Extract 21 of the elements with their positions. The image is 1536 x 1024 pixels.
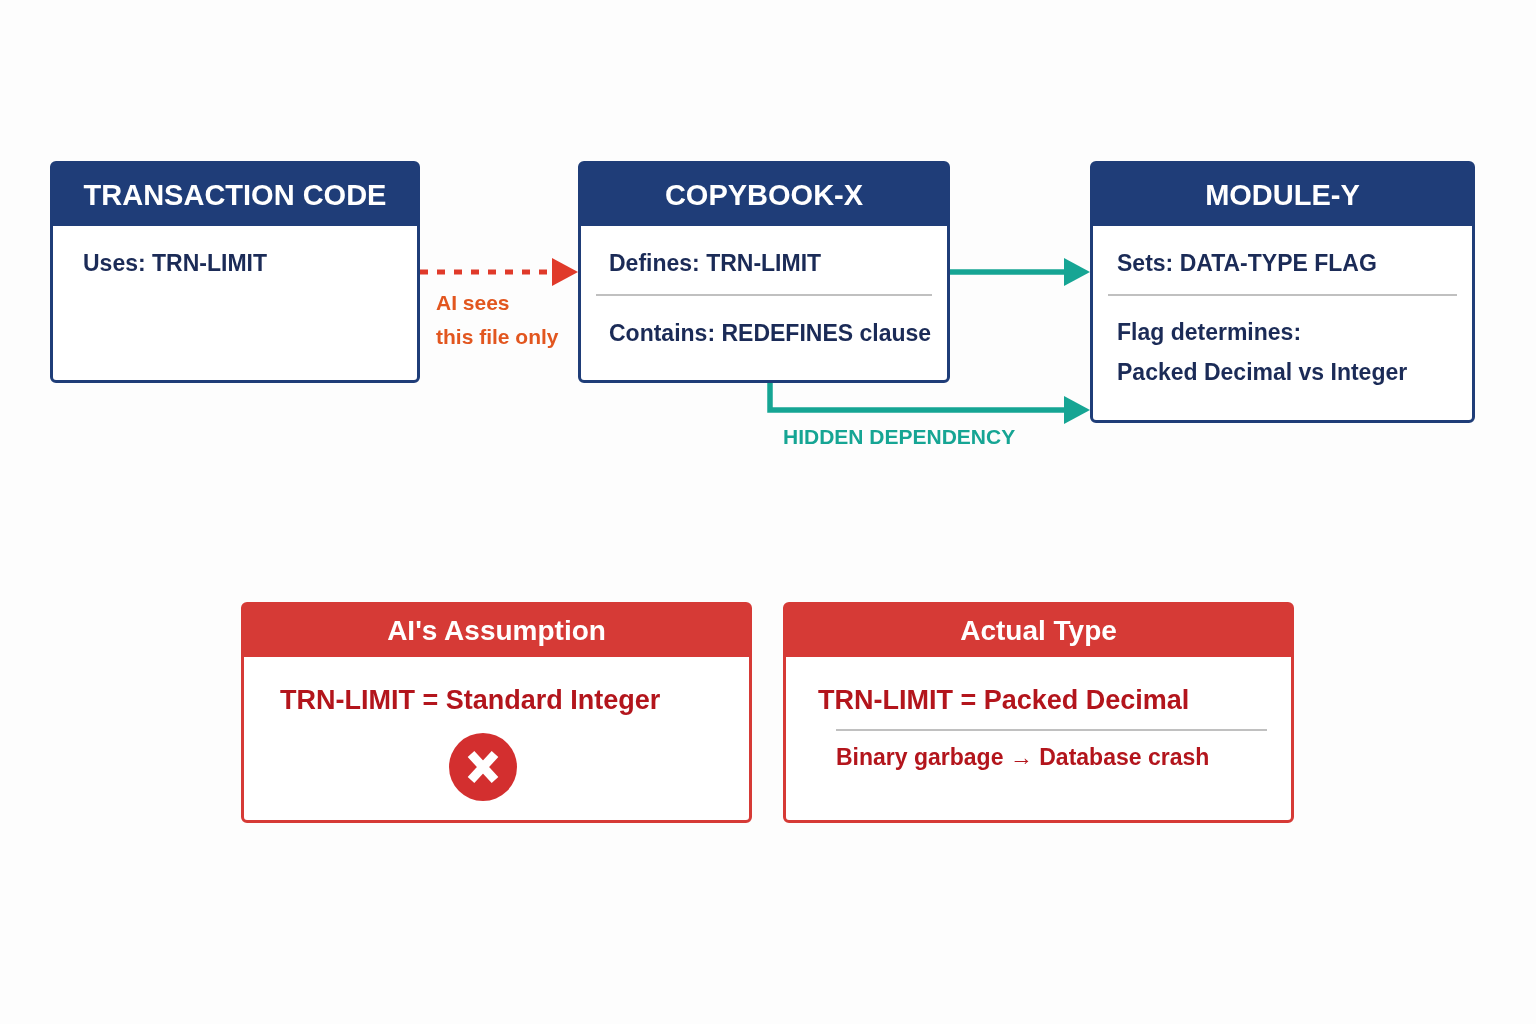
box-text: Flag determines: Packed Decimal vs Integer	[1117, 318, 1409, 387]
dashed-arrow	[420, 258, 578, 286]
arrow	[767, 383, 1090, 424]
box-header: Actual Type	[786, 605, 1291, 657]
result-panel	[241, 602, 752, 823]
box-text: Contains: REDEFINES clause	[609, 319, 932, 348]
box-header: COPYBOOK-X	[581, 164, 947, 226]
box-text: TRN-LIMIT = Standard Integer	[280, 684, 661, 717]
box-text: Uses: TRN-LIMIT	[83, 249, 267, 278]
process-box	[578, 161, 950, 383]
box-header: AI's Assumption	[244, 605, 749, 657]
box-text: Defines: TRN-LIMIT	[609, 249, 822, 278]
process-box	[1090, 161, 1475, 423]
box-text: TRN-LIMIT = Packed Decimal	[818, 684, 1190, 717]
arrow	[950, 258, 1090, 286]
box-text: Binary garbage → Database crash	[836, 743, 1210, 772]
result-panel	[783, 602, 1294, 823]
box-header: TRANSACTION CODE	[53, 164, 417, 226]
box-text: Sets: DATA-TYPE FLAG	[1117, 249, 1377, 278]
box-header: MODULE-Y	[1093, 164, 1472, 226]
process-box	[50, 161, 420, 383]
